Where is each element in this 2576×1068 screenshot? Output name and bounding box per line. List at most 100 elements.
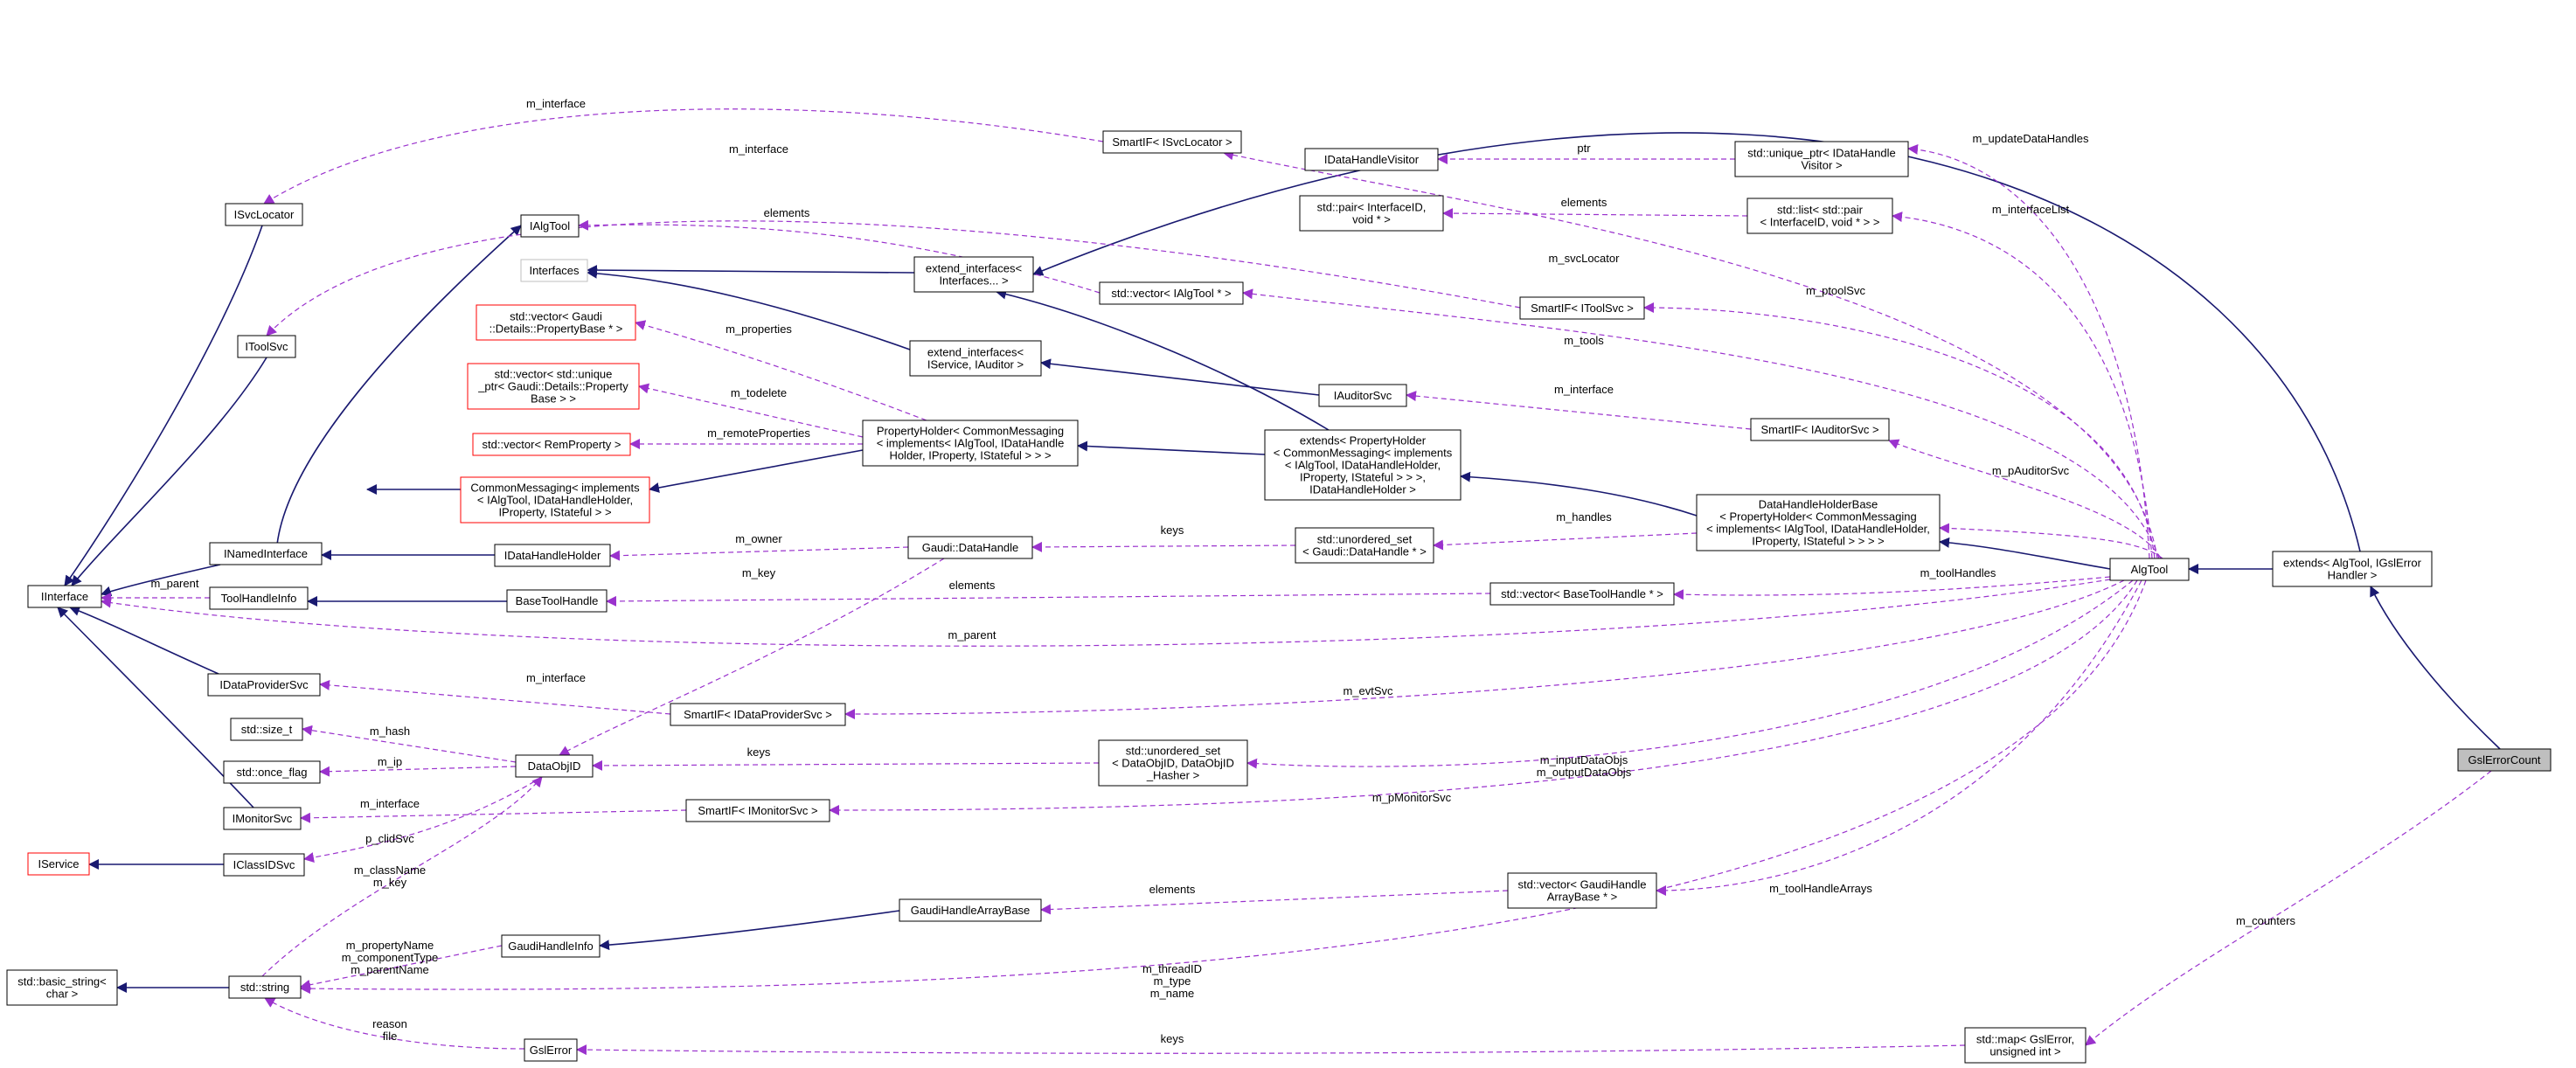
edge-label-keys-objid: keys <box>747 746 771 759</box>
class-node-label: IClassIDSvc <box>233 858 295 871</box>
class-node-GslError[interactable]: GslError <box>524 1038 578 1062</box>
class-node-label-line: SmartIF< IAuditorSvc > <box>1760 423 1878 436</box>
class-node-CommonMessaging[interactable]: CommonMessaging< implements< IAlgTool, I… <box>460 476 650 524</box>
class-node-label-line: PropertyHolder< CommonMessaging <box>877 425 1064 438</box>
usage-edge-u-string-dataobjid <box>261 776 543 977</box>
class-node-label-line: IProperty, IStateful > > <box>498 506 611 519</box>
class-node-stdsize_t[interactable]: std::size_t <box>230 718 303 741</box>
class-node-IAuditorSvc[interactable]: IAuditorSvc <box>1318 384 1407 407</box>
class-node-label-line: < IAlgTool, IDataHandleHolder, <box>477 494 633 507</box>
class-node-box <box>909 340 1042 377</box>
class-node-unorderedSetDataHandle[interactable]: std::unordered_set< Gaudi::DataHandle * … <box>1295 527 1434 564</box>
class-node-IToolSvc[interactable]: IToolSvc <box>237 335 296 358</box>
class-node-SmartIFMonitorSvc[interactable]: SmartIF< IMonitorSvc > <box>685 799 830 822</box>
class-node-SmartIFSvcLocator[interactable]: SmartIF< ISvcLocator > <box>1102 130 1242 154</box>
class-node-IInterface[interactable]: IInterface <box>27 585 102 608</box>
edge-label-line: m_parent <box>948 628 996 641</box>
class-node-vecUniquePtr[interactable]: std::vector< std::unique_ptr< Gaudi::Det… <box>467 363 640 410</box>
class-node-listPair[interactable]: std::list< std::pair< InterfaceID, void … <box>1746 198 1893 234</box>
class-node-BaseToolHandle[interactable]: BaseToolHandle <box>506 589 608 613</box>
class-node-vecPropBase[interactable]: std::vector< Gaudi::Details::PropertyBas… <box>476 304 636 341</box>
class-node-IMonitorSvc[interactable]: IMonitorSvc <box>223 807 302 830</box>
edge-label-m_ptoolSvc: m_ptoolSvc <box>1806 284 1865 297</box>
class-node-SmartIFDataProviderSvc[interactable]: SmartIF< IDataProviderSvc > <box>670 703 846 726</box>
class-node-box <box>494 544 611 567</box>
class-node-label: std::size_t <box>241 723 293 736</box>
class-node-extendsPropertyHolder[interactable]: extends< PropertyHolder< CommonMessaging… <box>1264 429 1462 501</box>
class-node-label-line: DataObjID <box>528 759 581 773</box>
class-node-label-line: std::pair< InterfaceID, <box>1317 201 1427 214</box>
class-node-IDataHandleVisitor[interactable]: IDataHandleVisitor <box>1304 148 1439 171</box>
class-node-Interfaces[interactable]: Interfaces <box>520 259 588 282</box>
usage-edge-u-prop-vecpropbase <box>635 320 927 421</box>
class-node-mapGslError[interactable]: std::map< GslError,unsigned int > <box>1964 1027 2086 1064</box>
class-node-vecIAlgTool[interactable]: std::vector< IAlgTool * > <box>1099 281 1244 305</box>
usage-edge-u-vecalgtool-ialgtool <box>578 219 1101 294</box>
class-node-label-line: extends< AlgTool, IGslError <box>2283 557 2422 570</box>
class-node-label-line: std::map< GslError, <box>1976 1033 2074 1046</box>
class-node-basicString[interactable]: std::basic_string<char > <box>6 969 118 1006</box>
class-node-ToolHandleInfo[interactable]: ToolHandleInfo <box>209 586 309 610</box>
class-node-box <box>520 214 580 238</box>
class-node-vecRemProp[interactable]: std::vector< RemProperty > <box>472 433 631 456</box>
class-node-label-line: IProperty, IStateful > > >, <box>1300 471 1426 484</box>
edge-label-line: m_type <box>1154 974 1191 988</box>
inheritance-edge-e-toolsvc-iinterface <box>71 357 267 586</box>
class-node-GslErrorCount[interactable]: GslErrorCount <box>2457 748 2552 772</box>
class-node-INamedInterface[interactable]: INamedInterface <box>209 542 323 565</box>
edge-label-elements-algtool: elements <box>764 206 810 219</box>
class-node-IAlgTool[interactable]: IAlgTool <box>520 214 580 238</box>
class-node-GaudiHandleInfo[interactable]: GaudiHandleInfo <box>501 934 601 958</box>
class-node-IClassIDSvc[interactable]: IClassIDSvc <box>223 853 305 877</box>
class-node-box <box>225 203 303 226</box>
class-node-label-line: SmartIF< IMonitorSvc > <box>698 804 817 817</box>
edge-label-line: m_interface <box>360 797 420 810</box>
edge-label-line: m_interfaceList <box>1992 203 2070 216</box>
class-node-extendInterfaces[interactable]: extend_interfaces<Interfaces... > <box>913 256 1034 293</box>
edge-label-line: m_hash <box>370 725 410 738</box>
class-node-DataObjID[interactable]: DataObjID <box>515 754 594 778</box>
edge-label-line: m_toolHandles <box>1920 566 1996 579</box>
inheritance-edge-e-svcloc-iinterface <box>64 225 263 586</box>
class-node-GaudiHandleArrayBase[interactable]: GaudiHandleArrayBase <box>899 898 1042 922</box>
class-node-label: IDataHandleVisitor <box>1324 153 1420 166</box>
class-node-box <box>520 259 588 282</box>
class-node-IDataHandleHolder[interactable]: IDataHandleHolder <box>494 544 611 567</box>
class-node-label: IService <box>38 857 80 870</box>
class-node-label-line: char > <box>46 988 79 1001</box>
edge-label-m_hash: m_hash <box>370 725 410 738</box>
class-node-label: IDataProviderSvc <box>219 678 309 691</box>
class-node-GaudiDataHandle[interactable]: Gaudi::DataHandle <box>907 536 1033 559</box>
class-node-ISvcLocator[interactable]: ISvcLocator <box>225 203 303 226</box>
usage-edge-u-ghinfo-string <box>300 945 503 990</box>
class-node-label-line: IDataHandleVisitor <box>1324 153 1420 166</box>
class-node-stdonce_flag[interactable]: std::once_flag <box>223 760 321 784</box>
class-node-PropertyHolder[interactable]: PropertyHolder< CommonMessaging< impleme… <box>862 420 1079 467</box>
class-node-unorderedSetDataObjID[interactable]: std::unordered_set< DataObjID, DataObjID… <box>1098 739 1248 787</box>
class-node-label: GaudiHandleArrayBase <box>911 904 1031 917</box>
class-node-SmartIFToolSvc[interactable]: SmartIF< IToolSvc > <box>1519 296 1645 320</box>
class-node-DataHandleHolderBase[interactable]: DataHandleHolderBase< PropertyHolder< Co… <box>1696 494 1941 551</box>
usage-edge-u-algtool-vecgiab <box>1656 579 2142 896</box>
class-node-vecBaseToolHandle[interactable]: std::vector< BaseToolHandle * > <box>1489 582 1675 606</box>
edge-label-m_svcLocator: m_svcLocator <box>1549 252 1621 265</box>
usage-edge-u-setoid-dataobjid <box>592 759 1100 771</box>
edge-label-line: elements <box>1561 196 1607 209</box>
class-node-IDataProviderSvc[interactable]: IDataProviderSvc <box>207 673 321 697</box>
class-node-stdstring[interactable]: std::string <box>228 975 302 999</box>
class-node-label-line: void * > <box>1352 213 1391 226</box>
usage-edge-u-algtool-smartifdps <box>844 579 2125 720</box>
class-node-SmartIFAuditorSvc[interactable]: SmartIF< IAuditorSvc > <box>1750 418 1890 441</box>
class-node-box <box>1507 872 1657 909</box>
class-node-IService[interactable]: IService <box>27 852 90 876</box>
class-node-label-line: std::unordered_set <box>1317 533 1413 546</box>
class-node-extendIServiceIAuditor[interactable]: extend_interfaces<IService, IAuditor > <box>909 340 1042 377</box>
class-node-AlgTool[interactable]: AlgTool <box>2109 558 2190 581</box>
class-node-stdpair[interactable]: std::pair< InterfaceID,void * > <box>1299 195 1444 232</box>
edge-label-m_properties: m_properties <box>726 322 792 336</box>
